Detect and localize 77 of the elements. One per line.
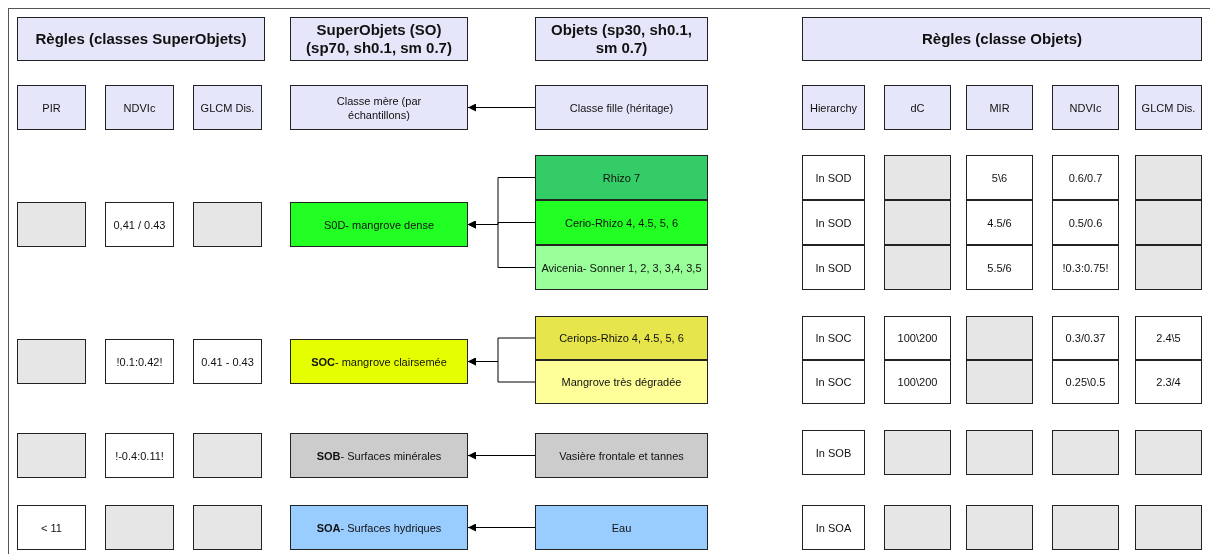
object-box: Cerio-Rhizo 4, 4.5, 5, 6 [535,200,708,245]
column-header-box: PIR [17,85,86,130]
arrow [467,103,536,112]
header-box: Règles (classe Objets) [802,17,1202,61]
superobject-box: SOB- Surfaces minérales [290,433,468,478]
empty-cell [884,430,951,475]
empty-cell [884,200,951,245]
rule-cell: !0.3:0.75! [1052,245,1119,290]
column-header-box: GLCM Dis. [1135,85,1202,130]
empty-cell [1135,155,1202,200]
column-header-box: MIR [966,85,1033,130]
header-box: Règles (classes SuperObjets) [17,17,265,61]
arrow [467,523,536,532]
column-header-box: Hierarchy [802,85,865,130]
empty-cell [105,505,174,550]
rule-cell: In SOB [802,430,865,475]
rule-cell: !0.1:0.42! [105,339,174,384]
rule-cell: In SOD [802,245,865,290]
empty-cell [1135,505,1202,550]
rule-cell: In SOA [802,505,865,550]
empty-cell [966,316,1033,360]
empty-cell [884,505,951,550]
rule-cell: !-0.4:0.11! [105,433,174,478]
empty-cell [193,505,262,550]
arrow [467,220,536,268]
rule-cell: In SOC [802,316,865,360]
empty-cell [17,202,86,247]
rule-cell: In SOD [802,155,865,200]
rule-cell: In SOD [802,200,865,245]
rule-cell: 100\200 [884,316,951,360]
rule-cell: 2.4\5 [1135,316,1202,360]
superobject-box: SOA- Surfaces hydriques [290,505,468,550]
object-box: Rhizo 7 [535,155,708,200]
object-box: Avicenia- Sonner 1, 2, 3, 3,4, 3,5 [535,245,708,290]
column-header-box: dC [884,85,951,130]
column-header-box: Classe fille (héritage) [535,85,708,130]
rule-cell: 4.5/6 [966,200,1033,245]
empty-cell [193,202,262,247]
empty-cell [884,245,951,290]
rule-cell: 0.3/0.37 [1052,316,1119,360]
rule-cell: 0.6/0.7 [1052,155,1119,200]
empty-cell [17,433,86,478]
header-box: SuperObjets (SO) (sp70, sh0.1, sm 0.7) [290,17,468,61]
arrow [467,357,536,383]
column-header-box: Classe mère (par échantillons) [290,85,468,130]
object-box: Mangrove très dégradée [535,360,708,404]
empty-cell [1052,430,1119,475]
empty-cell [1135,430,1202,475]
superobject-box: SOC- mangrove clairsemée [290,339,468,384]
empty-cell [17,339,86,384]
rule-cell: In SOC [802,360,865,404]
object-box: Eau [535,505,708,550]
rule-cell: 2.3/4 [1135,360,1202,404]
empty-cell [1135,245,1202,290]
rule-cell: < 11 [17,505,86,550]
empty-cell [1135,200,1202,245]
empty-cell [966,360,1033,404]
object-box: Vasière frontale et tannes [535,433,708,478]
column-header-box: NDVIc [1052,85,1119,130]
empty-cell [193,433,262,478]
empty-cell [966,430,1033,475]
object-box: Ceriops-Rhizo 4, 4.5, 5, 6 [535,316,708,360]
arrow [467,451,536,460]
empty-cell [966,505,1033,550]
rule-cell: 5.5/6 [966,245,1033,290]
rule-cell: 0.5/0.6 [1052,200,1119,245]
rule-cell: 100\200 [884,360,951,404]
rule-cell: 0.25\0.5 [1052,360,1119,404]
rule-cell: 0,41 / 0.43 [105,202,174,247]
superobject-box: S0D- mangrove dense [290,202,468,247]
empty-cell [1052,505,1119,550]
column-header-box: GLCM Dis. [193,85,262,130]
empty-cell [884,155,951,200]
rule-cell: 0.41 - 0.43 [193,339,262,384]
rule-cell: 5\6 [966,155,1033,200]
column-header-box: NDVIc [105,85,174,130]
header-box: Objets (sp30, sh0.1, sm 0.7) [535,17,708,61]
